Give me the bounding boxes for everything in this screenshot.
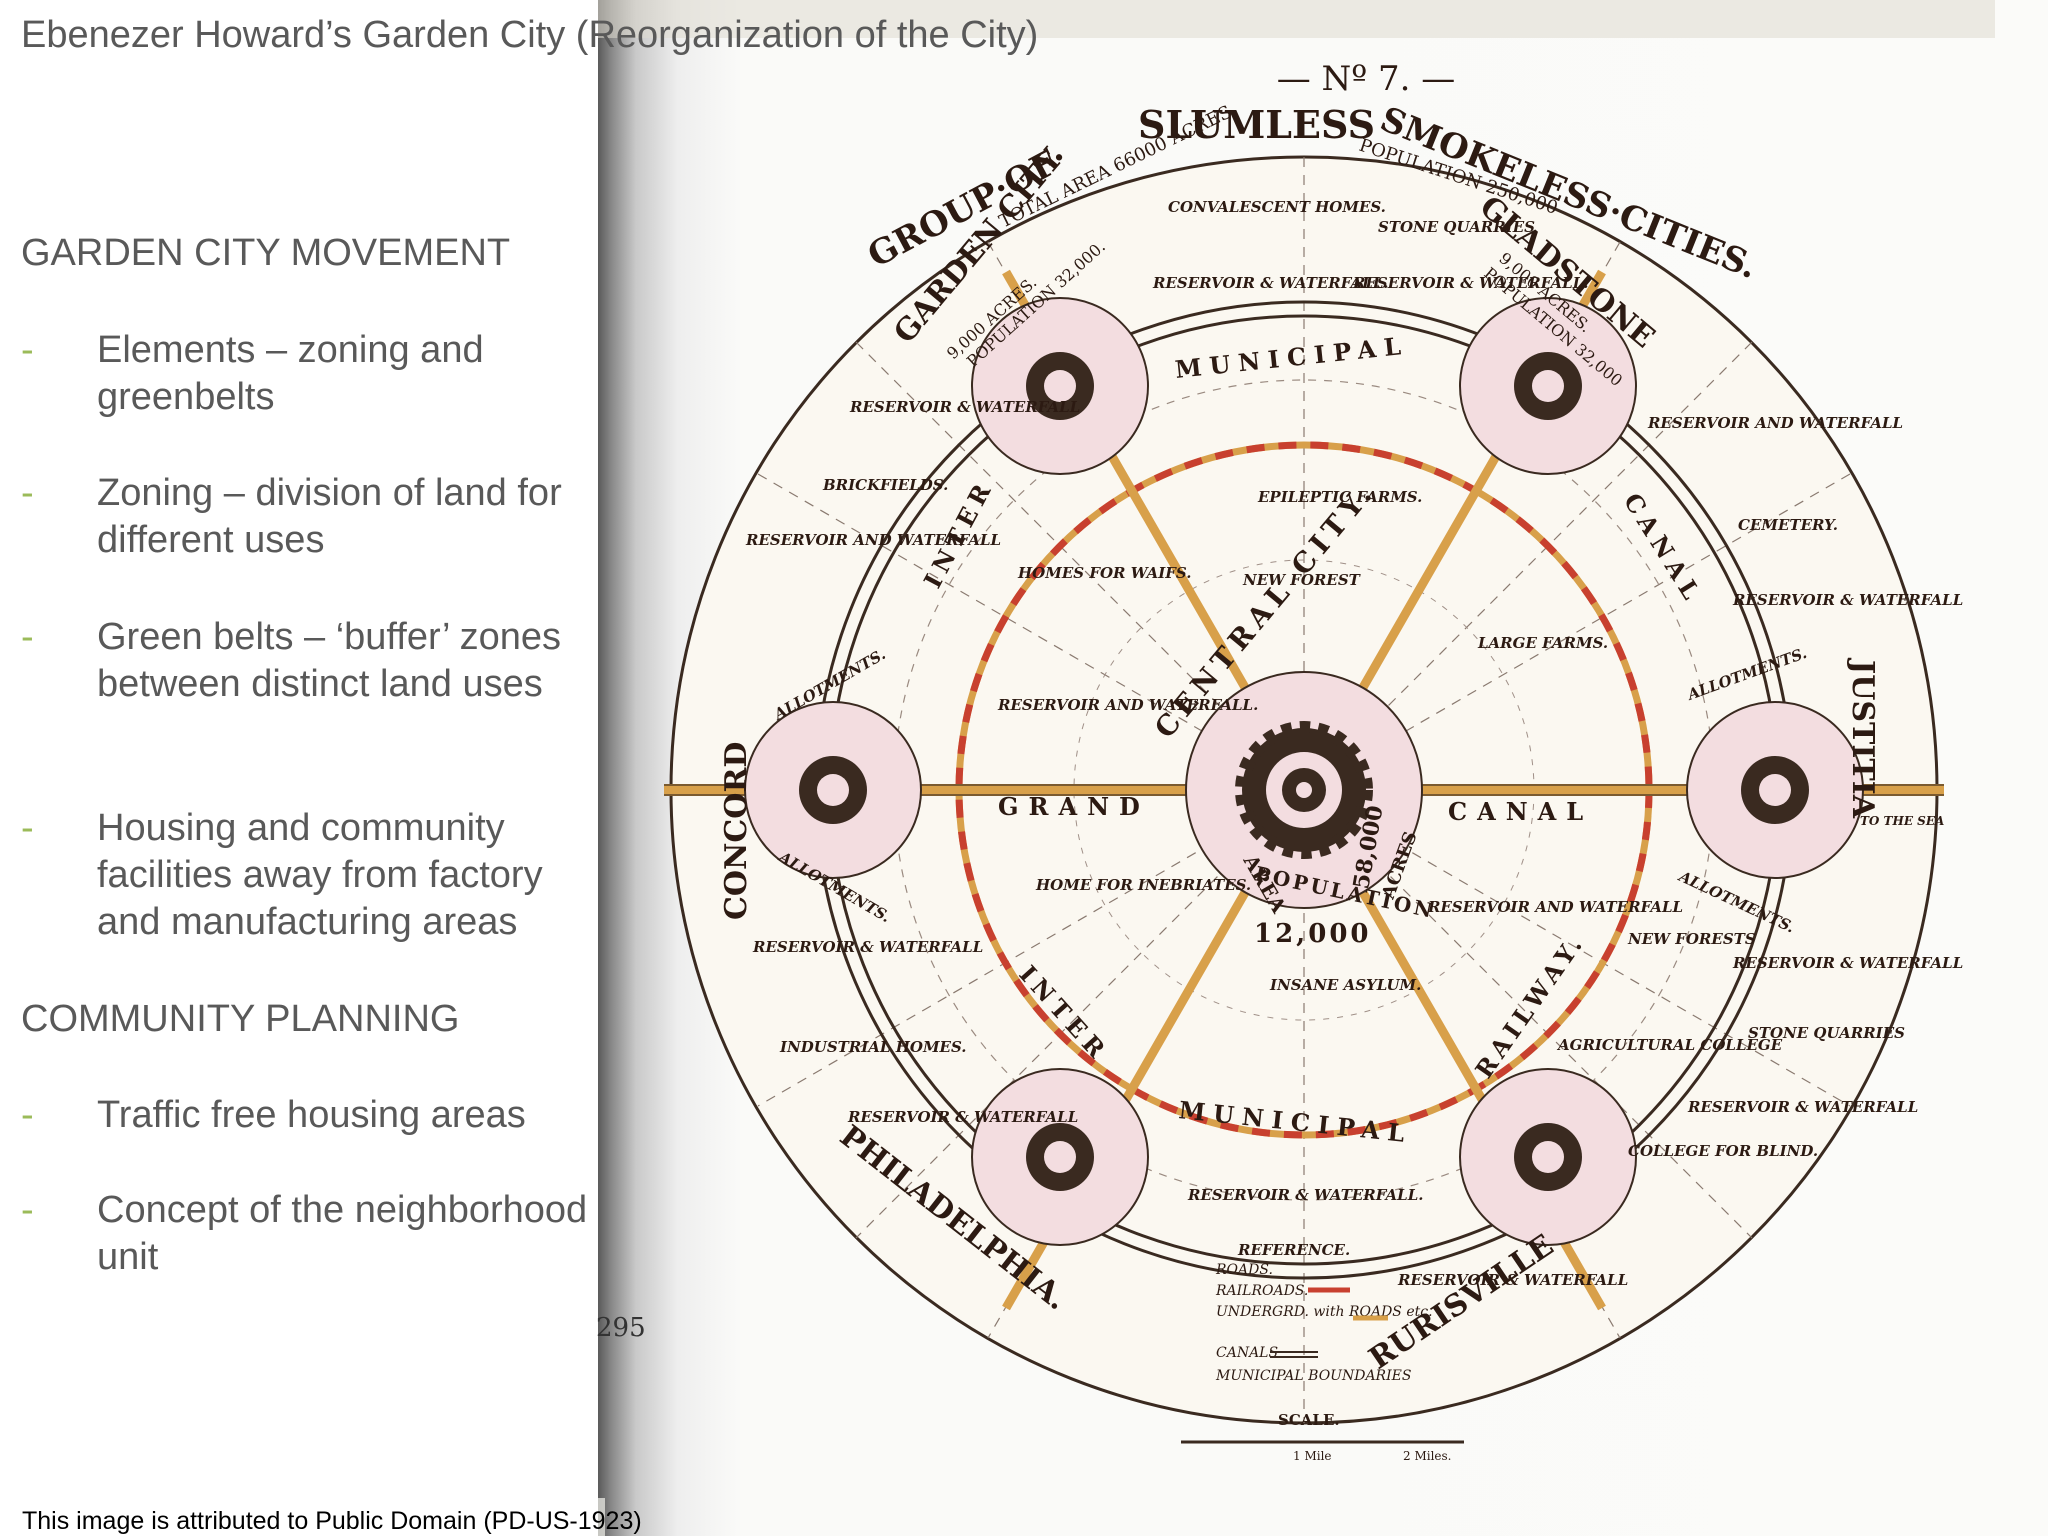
bullet-text: Concept of the neighborhood unit	[97, 1189, 588, 1278]
bullet-dash: -	[21, 807, 34, 849]
central-population: 12,000	[1254, 919, 1372, 949]
bullet-text: Housing and community facilities away fr…	[97, 807, 543, 943]
label-industrial-homes: INDUSTRIAL HOMES.	[779, 1038, 967, 1056]
bullet-dash: -	[21, 1189, 34, 1231]
bullet-dash: -	[21, 329, 34, 371]
label-reservoir-11: RESERVOIR & WATERFALL	[847, 1108, 1078, 1126]
label-cemetery: CEMETERY.	[1738, 516, 1838, 534]
label-brickfields: BRICKFIELDS.	[822, 476, 948, 494]
legend-scale-1: 1 Mile	[1293, 1449, 1332, 1463]
section-heading-garden-city: GARDEN CITY MOVEMENT	[21, 232, 511, 274]
label-reservoir-6: RESERVOIR & WATERFALL	[1732, 591, 1963, 609]
label-college-blind: COLLEGE FOR BLIND.	[1628, 1142, 1818, 1160]
legend-scale-2: 2 Miles.	[1403, 1449, 1452, 1463]
diagram-scan: — Nº 7. — GROUP·OF· SLUMLESS SMOKELESS·C…	[598, 0, 2048, 1536]
legend-canals: CANALS	[1216, 1345, 1278, 1361]
label-reservoir-8: RESERVOIR AND WATERFALL	[1427, 898, 1683, 916]
label-reservoir-5: RESERVOIR AND WATERFALL	[745, 531, 1001, 549]
header-mid: SLUMLESS	[1138, 102, 1375, 147]
label-agricultural-college: AGRICULTURAL COLLEGE	[1556, 1036, 1783, 1054]
label-new-forest: NEW FOREST	[1242, 571, 1362, 589]
label-reservoir-1: RESERVOIR & WATERFALL.	[1152, 274, 1389, 292]
label-epileptic: EPILEPTIC FARMS.	[1257, 488, 1422, 506]
slide-title: Ebenezer Howard’s Garden City (Reorganiz…	[21, 14, 1039, 56]
label-stone-quarries-top: STONE QUARRIES	[1378, 218, 1535, 236]
satellite-cities	[744, 297, 1864, 1246]
legend-scale: SCALE.	[1278, 1411, 1340, 1429]
city-concord: CONCORD	[719, 742, 754, 920]
text-panel	[0, 0, 598, 1536]
label-reservoir-4: RESERVOIR AND WATERFALL	[1647, 414, 1903, 432]
label-reservoir-10: RESERVOIR & WATERFALL	[1732, 954, 1963, 972]
label-new-forests: NEW FORESTS	[1627, 930, 1756, 948]
bullet-dash: -	[21, 1094, 34, 1136]
central-city	[1185, 671, 1423, 909]
book-page-number: 295	[596, 1313, 646, 1343]
label-home-inebriates: HOME FOR INEBRIATES.	[1035, 876, 1251, 894]
legend-municipal: MUNICIPAL BOUNDARIES	[1215, 1368, 1411, 1384]
label-convalescent: CONVALESCENT HOMES.	[1168, 198, 1386, 216]
bullet-dash: -	[21, 616, 34, 658]
label-homes-waifs: HOMES FOR WAIFS.	[1017, 564, 1191, 582]
label-reservoir-3: RESERVOIR & WATERFALL	[849, 398, 1080, 416]
label-large-farms: LARGE FARMS.	[1477, 634, 1608, 652]
label-reservoir-2: RESERVOIR & WATERFALL.	[1352, 274, 1589, 292]
legend-title: REFERENCE.	[1237, 1241, 1350, 1259]
label-reservoir-12: RESERVOIR & WATERFALL	[1687, 1098, 1918, 1116]
city-justitia: JUSTITIA	[1845, 657, 1880, 819]
bullet-text: Zoning – division of land for different …	[97, 472, 562, 561]
legend-underground: UNDERGRD. with ROADS etc.	[1216, 1304, 1433, 1320]
bullet-text: Traffic free housing areas	[97, 1094, 526, 1136]
label-stone-quarries: STONE QUARRIES	[1748, 1024, 1905, 1042]
image-attribution: This image is attributed to Public Domai…	[22, 1507, 642, 1535]
section-heading-community-planning: COMMUNITY PLANNING	[21, 998, 460, 1040]
bullet-dash: -	[21, 472, 34, 514]
grand: GRAND	[998, 792, 1150, 821]
legend: REFERENCE. ROADS. RAILROADS. UNDERGRD. w…	[1181, 1241, 1464, 1463]
garden-city-diagram: — Nº 7. — GROUP·OF· SLUMLESS SMOKELESS·C…	[664, 59, 1963, 1463]
label-reservoir-14: RESERVOIR & WATERFALL	[1397, 1271, 1628, 1289]
bullet-text: Green belts – ‘buffer’ zones between dis…	[97, 616, 562, 705]
plate-number: — Nº 7. —	[1277, 59, 1456, 99]
label-reservoir-9: RESERVOIR & WATERFALL	[752, 938, 983, 956]
label-reservoir-7: RESERVOIR AND WATERFALL.	[997, 696, 1258, 714]
canal-center: CANAL	[1448, 797, 1593, 826]
legend-railroads: RAILROADS.	[1215, 1283, 1308, 1299]
bullet-text: Elements – zoning and greenbelts	[97, 329, 484, 418]
legend-roads: ROADS.	[1215, 1262, 1273, 1278]
label-to-the-sea: TO THE SEA	[1860, 814, 1944, 828]
label-insane-asylum: INSANE ASYLUM.	[1269, 976, 1421, 994]
label-reservoir-13: RESERVOIR & WATERFALL.	[1187, 1186, 1424, 1204]
